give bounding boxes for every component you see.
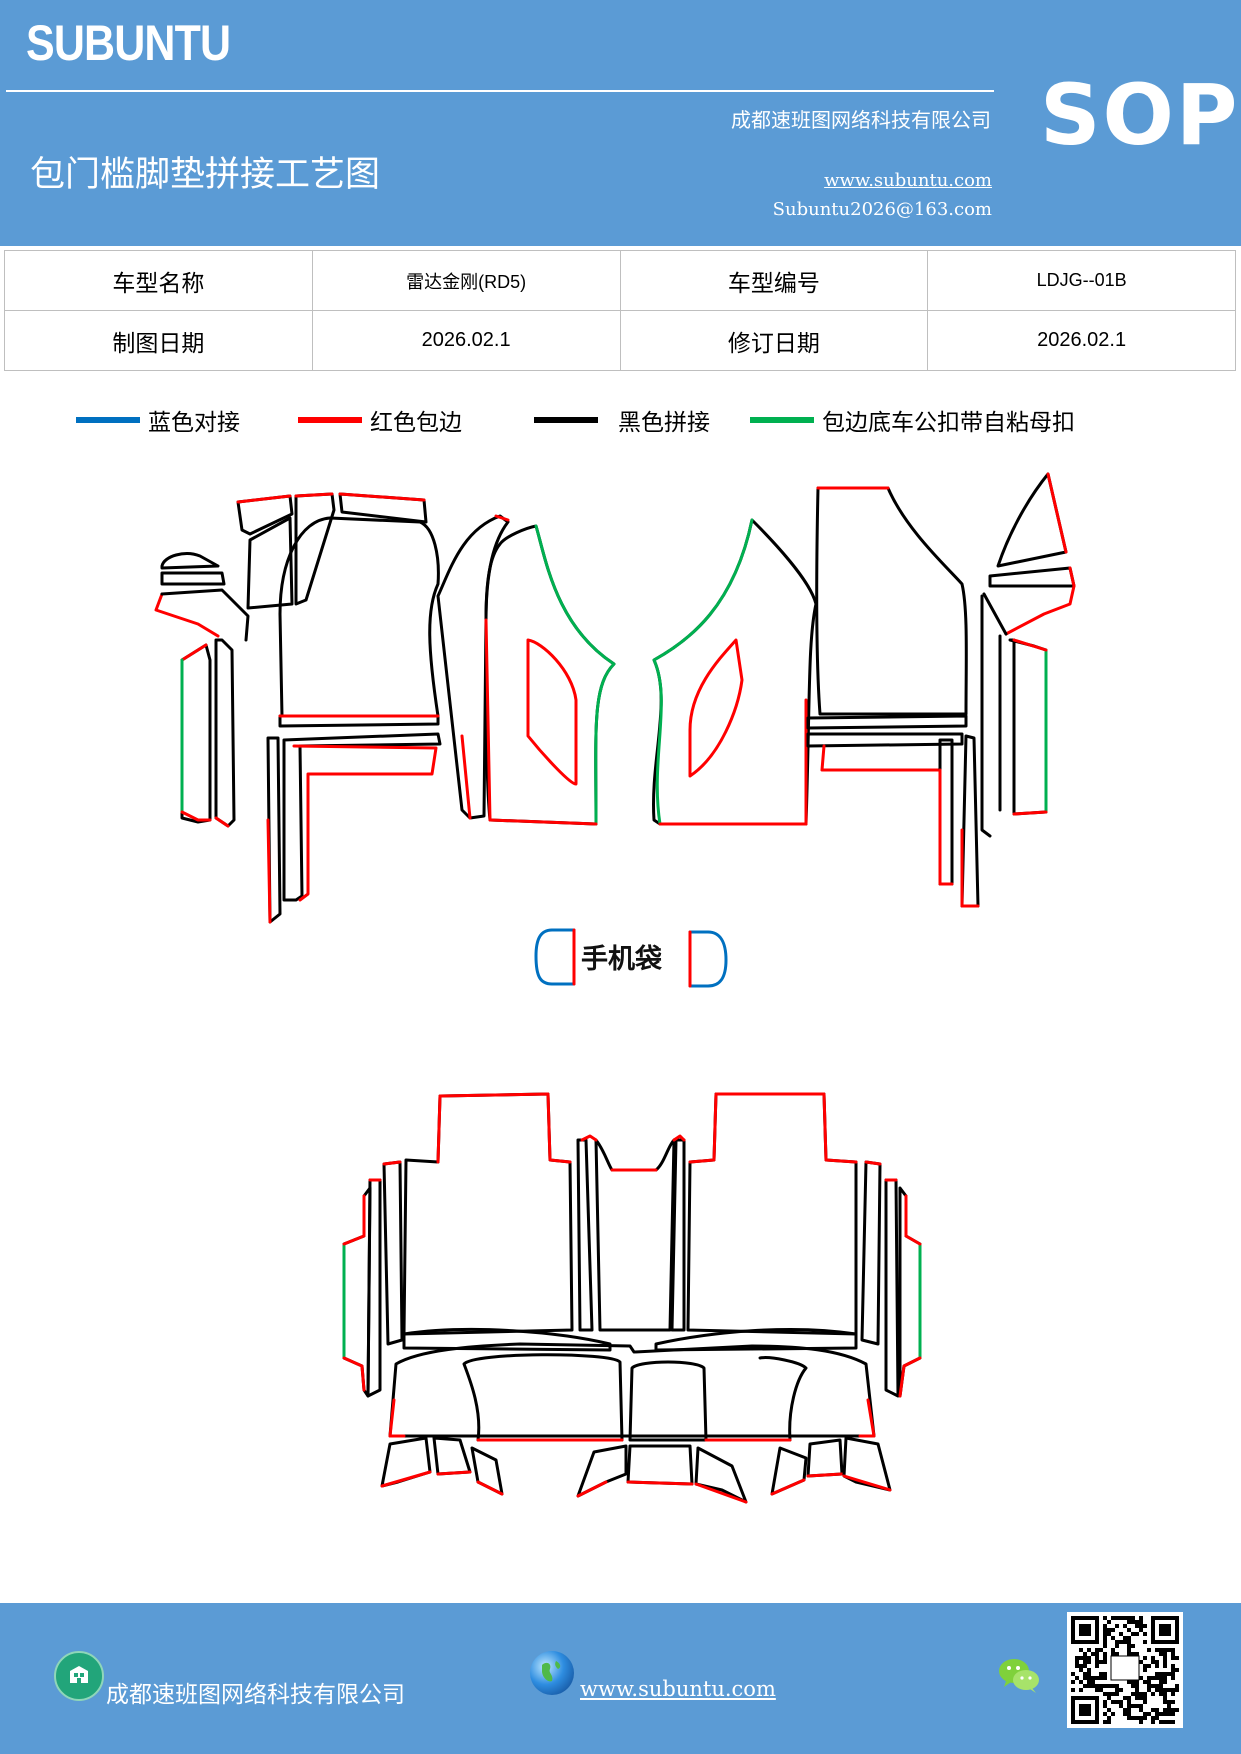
legend-label: 包边底车公扣带自粘母扣 bbox=[822, 410, 1075, 436]
legend-red: 红色包边 bbox=[298, 404, 462, 436]
phone-pocket-group bbox=[534, 928, 728, 988]
model-name-label: 车型名称 bbox=[4, 250, 313, 311]
header-banner: SUBUNTU SOP 成都速班图网络科技有限公司 包门槛脚垫拼接工艺图 www… bbox=[0, 0, 1241, 246]
model-code-label: 车型编号 bbox=[619, 250, 929, 311]
legend-swatch-green bbox=[750, 417, 814, 423]
footer-banner: 成都速班图网络科技有限公司 www.subuntu.com bbox=[0, 1603, 1241, 1754]
sop-badge: SOP bbox=[1040, 66, 1240, 164]
qr-code[interactable] bbox=[1067, 1612, 1183, 1728]
header-company: 成都速班图网络科技有限公司 bbox=[731, 108, 991, 132]
floor-mat-diagram: 手机袋 bbox=[154, 472, 1076, 1504]
globe-icon bbox=[530, 1651, 574, 1695]
footer-company: 成都速班图网络科技有限公司 bbox=[106, 1682, 405, 1708]
front-right-mat-group bbox=[652, 472, 1076, 908]
footer-website-link[interactable]: www.subuntu.com bbox=[580, 1677, 776, 1701]
legend-label: 黑色拼接 bbox=[618, 410, 710, 436]
table-row: 制图日期 2026.02.1 修订日期 2026.02.1 bbox=[4, 310, 1236, 371]
legend-swatch-blue bbox=[76, 417, 140, 423]
revise-date-value: 2026.02.1 bbox=[927, 310, 1236, 371]
legend-label: 蓝色对接 bbox=[148, 410, 240, 436]
model-name-value: 雷达金刚(RD5) bbox=[311, 250, 621, 311]
brand-logo: SUBUNTU bbox=[26, 15, 231, 71]
legend-black: 黑色拼接 bbox=[534, 404, 710, 436]
table-row: 车型名称 雷达金刚(RD5) 车型编号 LDJG--01B bbox=[4, 250, 1236, 311]
rear-mat-group bbox=[342, 1092, 922, 1504]
page-title: 包门槛脚垫拼接工艺图 bbox=[30, 155, 381, 195]
info-table: 车型名称 雷达金刚(RD5) 车型编号 LDJG--01B 制图日期 2026.… bbox=[4, 250, 1236, 371]
front-left-mat-group bbox=[154, 492, 616, 924]
draw-date-label: 制图日期 bbox=[4, 310, 313, 371]
header-email[interactable]: Subuntu2026@163.com bbox=[772, 199, 992, 220]
header-website-link[interactable]: www.subuntu.com bbox=[824, 170, 992, 191]
legend-swatch-black bbox=[534, 417, 598, 423]
model-code-value: LDJG--01B bbox=[927, 250, 1236, 311]
legend-label: 红色包边 bbox=[370, 410, 462, 436]
legend-swatch-red bbox=[298, 417, 362, 423]
building-icon bbox=[54, 1651, 104, 1701]
phone-pocket-label: 手机袋 bbox=[581, 944, 663, 975]
legend-blue: 蓝色对接 bbox=[76, 404, 240, 436]
revise-date-label: 修订日期 bbox=[619, 310, 929, 371]
header-divider bbox=[6, 90, 994, 92]
wechat-icon[interactable] bbox=[996, 1653, 1042, 1697]
legend-green: 包边底车公扣带自粘母扣 bbox=[750, 404, 1075, 436]
draw-date-value: 2026.02.1 bbox=[311, 310, 621, 371]
